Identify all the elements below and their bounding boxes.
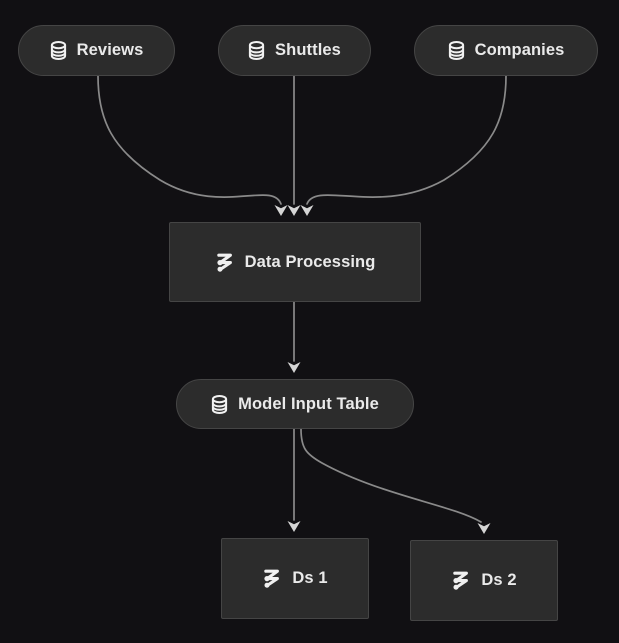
node-shuttles[interactable]: Shuttles xyxy=(218,25,371,76)
edge-mit-to-ds-2 xyxy=(300,428,482,523)
arrow-into-ds-1 xyxy=(287,521,301,532)
arrow-into-ds-2 xyxy=(477,523,491,534)
kedro-node-icon xyxy=(451,570,471,591)
node-model-input-table[interactable]: Model Input Table xyxy=(176,379,414,429)
arrow-into-model-input-table xyxy=(287,362,301,373)
node-label-model-input-table: Model Input Table xyxy=(238,394,379,413)
database-icon xyxy=(50,41,67,60)
node-label-companies: Companies xyxy=(474,41,565,60)
node-label-ds-2: Ds 2 xyxy=(481,571,517,590)
database-icon xyxy=(211,394,228,414)
node-reviews[interactable]: Reviews xyxy=(18,25,175,76)
database-icon xyxy=(448,41,465,60)
kedro-node-icon xyxy=(215,252,235,273)
node-ds-1[interactable]: Ds 1 xyxy=(221,538,369,619)
node-label-shuttles: Shuttles xyxy=(275,41,341,60)
database-icon xyxy=(248,41,265,60)
arrow-into-data-processing-3 xyxy=(300,205,314,216)
arrow-into-data-processing-2 xyxy=(287,205,301,216)
node-label-ds-1: Ds 1 xyxy=(292,569,328,588)
node-label-reviews: Reviews xyxy=(76,41,144,60)
node-label-data-processing: Data Processing xyxy=(244,252,376,271)
edge-reviews-to-data-processing xyxy=(97,75,282,205)
edge-companies-to-data-processing xyxy=(306,75,507,205)
node-companies[interactable]: Companies xyxy=(414,25,598,76)
node-ds-2[interactable]: Ds 2 xyxy=(410,540,558,621)
arrow-into-data-processing-1 xyxy=(274,205,288,216)
node-data-processing[interactable]: Data Processing xyxy=(169,222,421,302)
kedro-node-icon xyxy=(262,568,282,589)
